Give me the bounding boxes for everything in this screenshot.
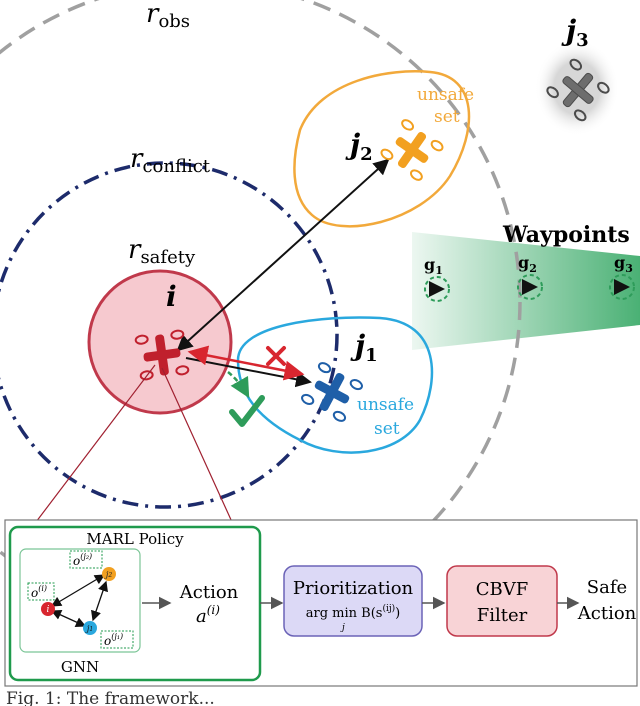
safe-action-arrow — [227, 371, 250, 399]
unsafe-set-j1-label-line1: unsafe — [357, 395, 414, 415]
callout-line-right — [161, 367, 233, 523]
obs-tag-j2-label: o(j₂) — [73, 552, 92, 568]
waypoint-g1: g1 — [424, 255, 450, 302]
gnn-node-i — [41, 602, 55, 616]
cross-icon — [266, 346, 286, 366]
gnn-node-j2-label: j2 — [104, 570, 112, 579]
obs-tag-j2 — [69, 550, 103, 569]
observation-radius-circle — [0, 0, 522, 624]
callout-line-left — [35, 364, 156, 523]
waypoints-title: Waypoints — [502, 222, 630, 248]
drone-icon — [378, 117, 446, 183]
svg-text:g2: g2 — [518, 253, 537, 275]
obs-tag-i-label: o(i) — [31, 584, 47, 600]
action-symbol: a(i) — [196, 603, 220, 627]
svg-text:g3: g3 — [614, 253, 633, 275]
gnn-edge-i-j1 — [50, 610, 87, 627]
marl-policy-title: MARL Policy — [86, 530, 184, 548]
unsafe-set-j2-label-line1: unsafe — [417, 85, 474, 105]
label-agent-j3: j3 — [561, 14, 589, 51]
action-label: Action — [179, 582, 239, 603]
gnn-edge-i-j2 — [50, 574, 106, 607]
obs-tag-j1 — [100, 630, 134, 649]
safe-action-line1: Safe — [587, 577, 627, 598]
obs-tag-i — [27, 582, 55, 601]
cbvf-label-line2: Filter — [477, 605, 528, 626]
unsafe-set-j2-label-line2: set — [434, 107, 460, 127]
gnn-edge-j1-j2 — [91, 580, 108, 622]
label-r-conflict: rconflict — [130, 144, 211, 177]
gnn-node-j1 — [83, 621, 97, 635]
gnn-node-j1-label: j1 — [85, 624, 93, 633]
waypoint-g3: g3 — [609, 253, 635, 300]
check-icon — [229, 395, 265, 427]
label-agent-j2: j2 — [345, 128, 373, 165]
cbvf-label-line1: CBVF — [476, 579, 529, 600]
waypoint-g2: g2 — [517, 253, 543, 300]
prioritization-box — [283, 565, 423, 637]
obs-tag-j1-label: o(j₁) — [104, 632, 123, 648]
waypoint-corridor — [412, 232, 640, 350]
svg-text:g1: g1 — [424, 255, 443, 277]
figure-caption: Fig. 1: The framework... — [6, 689, 215, 706]
label-r-safety: rsafety — [128, 235, 196, 268]
gnn-node-j2 — [102, 567, 116, 581]
label-agent-i: i — [166, 280, 177, 313]
prioritization-formula: arg min B(s(ij)) — [306, 603, 401, 621]
gnn-node-i-label: i — [47, 605, 50, 615]
distance-arrow-i-j2 — [176, 158, 390, 352]
unsafe-set-j1-label-line2: set — [374, 419, 400, 439]
prioritization-formula-subscript: j — [340, 623, 345, 633]
label-agent-j1: j1 — [350, 329, 378, 366]
cbvf-filter-box — [446, 565, 558, 637]
gnn-label: GNN — [61, 658, 99, 676]
unsafe-action-arrow — [187, 345, 305, 381]
prioritization-title: Prioritization — [293, 578, 414, 599]
safe-action-line2: Action — [577, 603, 637, 624]
label-r-obs: robs — [146, 0, 190, 32]
